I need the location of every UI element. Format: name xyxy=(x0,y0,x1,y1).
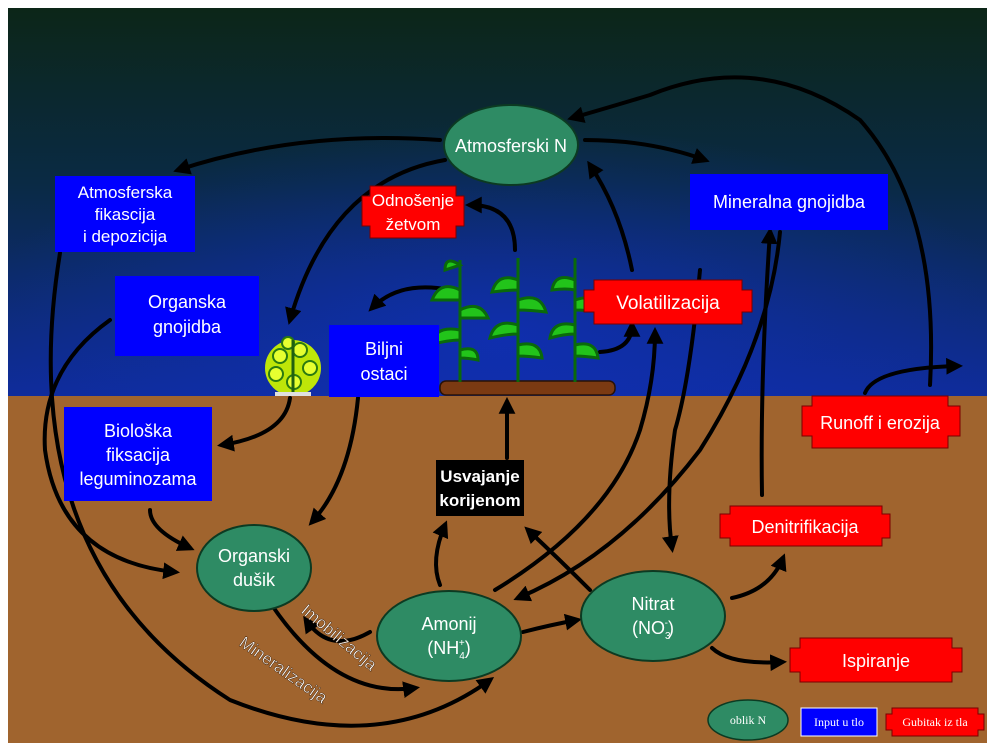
process-root-uptake: Usvajanje korijenom xyxy=(436,460,524,516)
input-atmospheric-fixation-line1: Atmosferska xyxy=(78,183,173,202)
legend-form-label: oblik N xyxy=(730,713,767,727)
arrow-atm-fixation-to-ammonium xyxy=(48,251,495,728)
legume-plant-icon xyxy=(265,336,321,396)
input-plant-residues-line2: ostaci xyxy=(360,364,407,384)
arrow-nitrate-to-uptake xyxy=(524,526,592,592)
arrow-mineralization xyxy=(260,588,420,698)
arrow-mineral-fert-to-nitrate xyxy=(661,268,702,553)
input-biological-fixation-line2: fiksacija xyxy=(106,445,171,465)
arrow-ammonium-to-nitrate xyxy=(521,613,582,634)
arrow-residue-to-organic-n xyxy=(308,396,360,526)
legend-loss-label: Gubitak iz tla xyxy=(902,715,968,729)
loss-denitrification: Denitrifikacija xyxy=(719,505,891,547)
loss-leaching: Ispiranje xyxy=(789,637,963,683)
legend-loss: Gubitak iz tla xyxy=(885,707,985,737)
node-atmospheric-n: Atmosferski N xyxy=(443,104,579,186)
arrow-crop-to-harvest xyxy=(464,196,517,252)
node-organic-n: Organski dušik xyxy=(196,524,312,612)
flow-arrows xyxy=(42,75,964,728)
loss-boxes: Odnošenje žetvom Volatilizacija Runoff i… xyxy=(361,185,963,683)
input-biological-fixation-line3: leguminozama xyxy=(79,469,197,489)
arrow-crop-to-volatilization xyxy=(598,319,641,354)
loss-volatilization: Volatilizacija xyxy=(583,279,753,325)
loss-runoff-erosion-label: Runoff i erozija xyxy=(820,413,941,433)
arrow-organic-fert-to-organic-n xyxy=(42,318,181,580)
node-nitrate-line1: Nitrat xyxy=(631,594,674,614)
legend-input-label: Input u tlo xyxy=(814,715,864,729)
loss-denitrification-label: Denitrifikacija xyxy=(751,517,859,537)
input-mineral-fertilization: Mineralna gnojidba xyxy=(690,174,888,230)
node-organic-n-line1: Organski xyxy=(218,546,290,566)
nitrogen-forms: Atmosferski N Organski dušik Amonij (NH4… xyxy=(196,104,726,682)
input-biological-fixation-line1: Biološka xyxy=(104,421,173,441)
node-nitrate: Nitrat (NO3-) xyxy=(580,570,726,662)
arrow-atm-to-organic-plant xyxy=(285,158,447,325)
node-ammonium-line1: Amonij xyxy=(421,614,476,634)
input-atmospheric-fixation: Atmosferska fikascija i depozicija xyxy=(55,176,195,252)
node-atmospheric-n-label: Atmosferski N xyxy=(455,136,567,156)
node-ammonium: Amonij (NH4+) xyxy=(376,590,522,682)
legend-input: Input u tlo xyxy=(800,707,878,737)
input-organic-fertilization-line1: Organska xyxy=(148,292,227,312)
arrow-runoff-loop-to-atm xyxy=(567,75,934,387)
soil-bed xyxy=(439,380,616,396)
loss-harvest-line2: žetvom xyxy=(386,215,441,234)
loss-harvest: Odnošenje žetvom xyxy=(361,185,465,239)
loss-volatilization-label: Volatilizacija xyxy=(616,293,720,314)
process-root-uptake-line2: korijenom xyxy=(439,491,520,510)
input-plant-residues-line1: Biljni xyxy=(365,339,403,359)
process-root-uptake-line1: Usvajanje xyxy=(440,467,519,486)
input-atmospheric-fixation-line3: i depozicija xyxy=(83,227,168,246)
legend: oblik N Input u tlo Gubitak iz tla xyxy=(707,699,985,741)
input-organic-fertilization-line2: gnojidba xyxy=(153,317,222,337)
node-organic-n-line2: dušik xyxy=(233,570,276,590)
arrow-atm-to-mineral-fert xyxy=(583,138,710,164)
arrow-bio-fix-to-organic-n xyxy=(148,508,195,551)
arrow-nitrate-to-denitrification xyxy=(730,553,787,600)
arrow-nitrate-to-leaching xyxy=(710,646,788,672)
input-organic-fertilization: Organska gnojidba xyxy=(115,276,259,356)
arrow-atm-to-atm-fixation xyxy=(173,136,442,175)
arrow-ammonium-to-uptake xyxy=(432,520,449,587)
loss-runoff-erosion: Runoff i erozija xyxy=(801,395,961,449)
legend-form: oblik N xyxy=(707,699,789,741)
input-plant-residues: Biljni ostaci xyxy=(329,325,439,397)
loss-harvest-line1: Odnošenje xyxy=(372,191,454,210)
node-nitrate-line2: (NO3-) xyxy=(632,618,674,642)
arrow-denitrification-root xyxy=(759,226,778,497)
arrow-plant-to-bio-fix xyxy=(217,396,292,452)
arrow-volatilization-to-atm xyxy=(587,160,634,272)
input-mineral-fertilization-label: Mineralna gnojidba xyxy=(713,192,866,212)
arrow-immobilization xyxy=(303,615,372,643)
input-boxes: Atmosferska fikascija i depozicija Organ… xyxy=(55,174,888,501)
arrow-runoff-up xyxy=(863,357,964,395)
input-atmospheric-fixation-line2: fikascija xyxy=(95,205,156,224)
arrow-ammonium-to-volatilization xyxy=(493,326,664,592)
loss-leaching-label: Ispiranje xyxy=(842,651,910,671)
input-biological-fixation: Biološka fiksacija leguminozama xyxy=(64,407,212,501)
node-ammonium-line2: (NH4+) xyxy=(427,638,470,662)
